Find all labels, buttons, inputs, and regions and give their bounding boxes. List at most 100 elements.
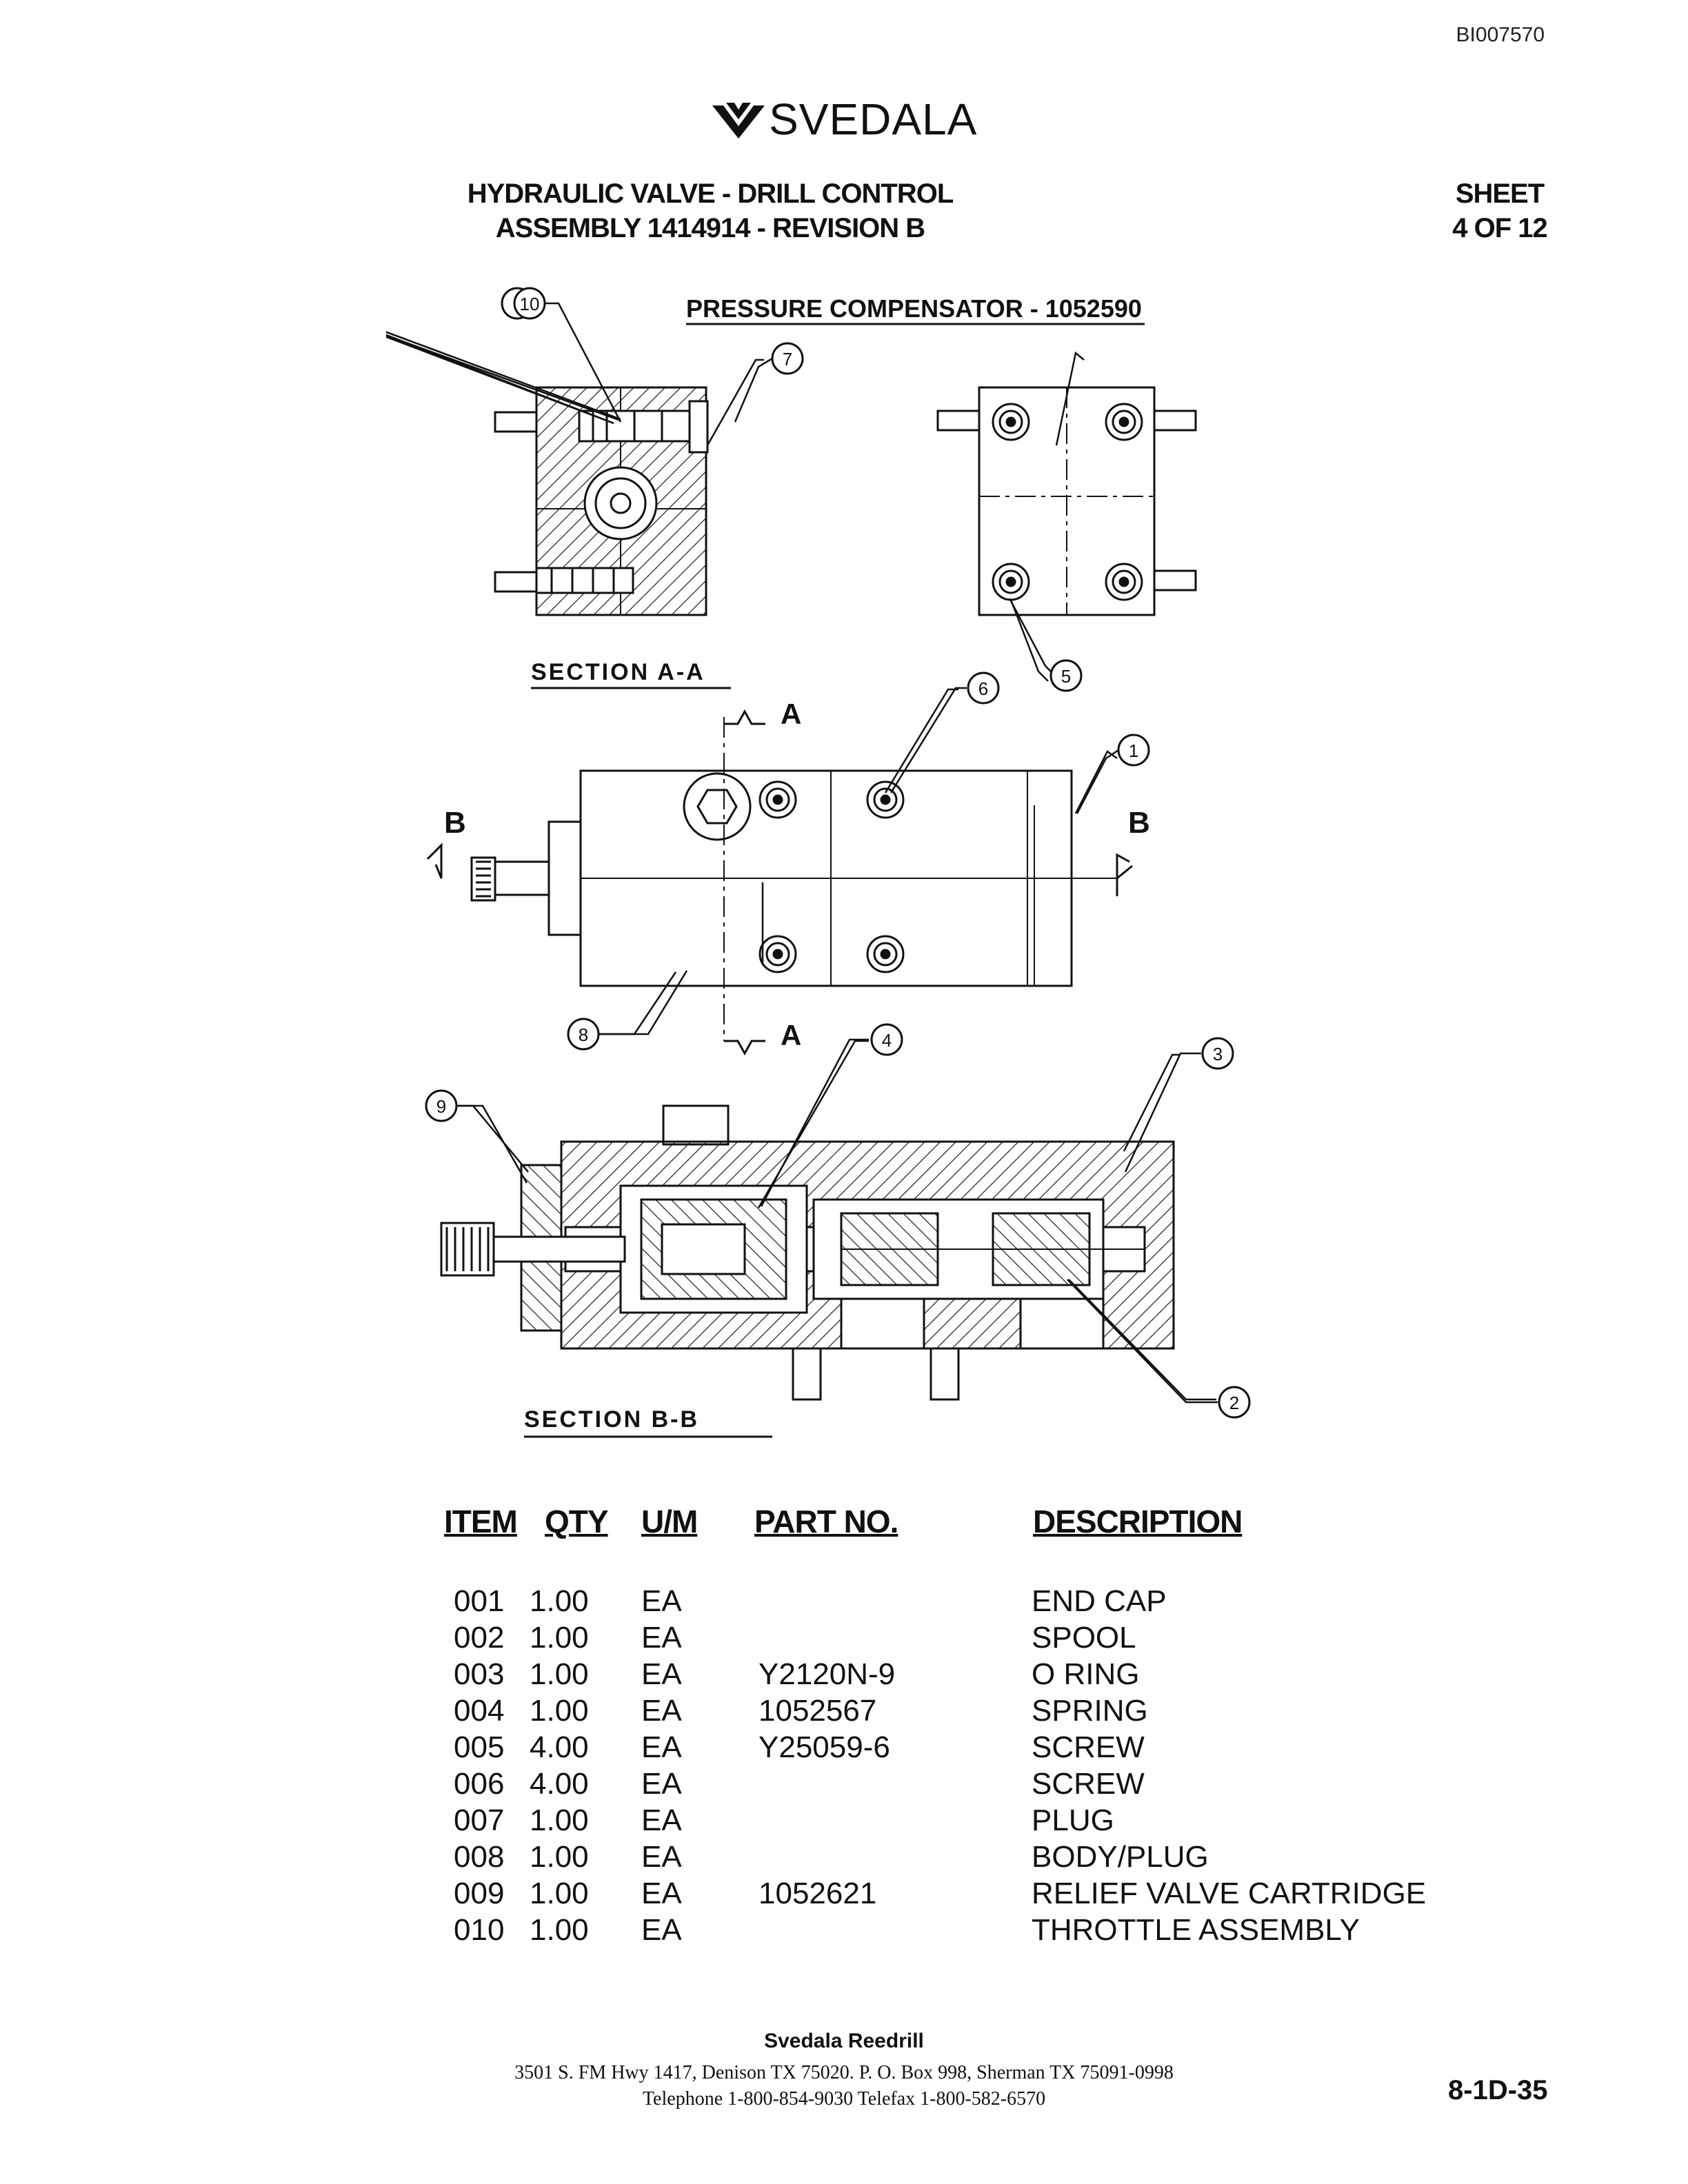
cell-um: EA — [641, 1730, 682, 1764]
title-line-2: ASSEMBLY 1414914 - REVISION B — [495, 213, 925, 243]
cell-um: EA — [641, 1694, 682, 1728]
end-view — [936, 386, 1197, 616]
document-id: BI007570 — [1456, 23, 1545, 46]
balloon-9: 9 — [425, 1089, 458, 1122]
cell-um: EA — [641, 1657, 682, 1691]
table-row: 008 1.00 EA BODY/PLUG — [441, 1840, 1476, 1877]
balloon-10: 10 — [513, 287, 546, 320]
svg-text:3: 3 — [1213, 1044, 1223, 1064]
cell-item: 004 — [454, 1694, 505, 1728]
cell-item: 005 — [454, 1730, 505, 1764]
section-aa-label: SECTION A-A — [531, 659, 705, 685]
cut-label-b-left: B — [444, 806, 466, 840]
cell-item: 007 — [454, 1803, 505, 1837]
balloon-6: 6 — [967, 671, 1000, 705]
footer-address: 3501 S. FM Hwy 1417, Denison TX 75020. P… — [514, 2062, 1174, 2083]
svg-text:2: 2 — [1229, 1393, 1239, 1413]
document-title: HYDRAULIC VALVE - DRILL CONTROL ASSEMBLY… — [428, 176, 993, 245]
cell-um: EA — [641, 1767, 682, 1801]
balloon-3: 3 — [1201, 1037, 1234, 1070]
svedala-chevron-logo-icon — [712, 103, 765, 139]
cell-description: PLUG — [1032, 1803, 1114, 1837]
cell-qty: 1.00 — [530, 1877, 589, 1910]
sheet-value: 4 OF 12 — [1452, 213, 1548, 243]
cell-description: SPRING — [1032, 1694, 1148, 1728]
balloon-2: 2 — [1218, 1386, 1251, 1419]
cell-part-no: 1052621 — [758, 1877, 877, 1910]
cell-description: SCREW — [1032, 1730, 1145, 1764]
table-row: 005 4.00 EA Y25059-6 SCREW — [441, 1730, 1476, 1767]
cell-item: 010 — [454, 1913, 505, 1947]
title-line-1: HYDRAULIC VALVE - DRILL CONTROL — [467, 179, 954, 209]
cell-item: 008 — [454, 1840, 505, 1874]
cell-um: EA — [641, 1803, 682, 1837]
svg-text:8: 8 — [579, 1024, 588, 1045]
table-row: 007 1.00 EA PLUG — [441, 1803, 1476, 1840]
logo-wordmark: SVEDALA — [769, 94, 978, 144]
section-bb-view — [440, 1104, 1175, 1401]
col-header-qty: QTY — [545, 1504, 609, 1539]
svg-text:7: 7 — [783, 349, 792, 370]
cell-item: 009 — [454, 1877, 505, 1910]
balloon-8: 8 — [567, 1018, 600, 1051]
col-header-um: U/M — [641, 1504, 698, 1539]
balloon-5: 5 — [1049, 659, 1083, 692]
drawing-heading: PRESSURE COMPENSATOR - 1052590 — [686, 294, 1142, 323]
table-row: 004 1.00 EA 1052567 SPRING — [441, 1694, 1476, 1730]
cell-um: EA — [641, 1621, 682, 1655]
table-row: 006 4.00 EA SCREW — [441, 1767, 1476, 1803]
svg-text:6: 6 — [978, 678, 988, 699]
top-view — [426, 709, 1133, 1056]
cell-item: 001 — [454, 1584, 505, 1618]
cell-description: RELIEF VALVE CARTRIDGE — [1032, 1877, 1427, 1910]
table-row: 009 1.00 EA 1052621 RELIEF VALVE CARTRIDGE — [441, 1877, 1476, 1913]
cut-label-a-bottom: A — [781, 1019, 801, 1051]
cell-qty: 1.00 — [530, 1913, 589, 1947]
page-number: 8-1D-35 — [1448, 2075, 1548, 2105]
balloon-leaders — [458, 302, 1218, 1404]
cell-description: SCREW — [1032, 1767, 1145, 1801]
cell-description: THROTTLE ASSEMBLY — [1032, 1913, 1360, 1947]
cell-um: EA — [641, 1584, 682, 1618]
cell-um: EA — [641, 1840, 682, 1874]
cut-label-b-right: B — [1128, 806, 1150, 840]
cell-um: EA — [641, 1877, 682, 1910]
svg-text:5: 5 — [1061, 666, 1071, 687]
cell-item: 003 — [454, 1657, 505, 1691]
table-row: 010 1.00 EA THROTTLE ASSEMBLY — [441, 1913, 1476, 1950]
cell-item: 002 — [454, 1621, 505, 1655]
cell-qty: 1.00 — [530, 1621, 589, 1655]
section-aa-view — [494, 386, 709, 616]
footer: Svedala Reedrill 3501 S. FM Hwy 1417, De… — [0, 2030, 1688, 2112]
cell-description: BODY/PLUG — [1032, 1840, 1209, 1874]
svg-text:9: 9 — [436, 1096, 446, 1117]
cell-qty: 4.00 — [530, 1730, 589, 1764]
section-bb-label: SECTION B-B — [524, 1406, 699, 1433]
cell-part-no: Y25059-6 — [758, 1730, 890, 1764]
col-header-item: ITEM — [444, 1504, 518, 1539]
cell-part-no: Y2120N-9 — [758, 1657, 896, 1691]
cell-qty: 1.00 — [530, 1840, 589, 1874]
sheet-number: SHEET 4 OF 12 — [1434, 176, 1565, 245]
balloon-7: 7 — [771, 342, 804, 375]
svg-text:1: 1 — [1129, 740, 1138, 761]
cell-qty: 1.00 — [530, 1694, 589, 1728]
svedala-logo: SVEDALA — [0, 94, 1688, 145]
cell-qty: 1.00 — [530, 1657, 589, 1691]
cell-qty: 1.00 — [530, 1584, 589, 1618]
balloon-4: 4 — [870, 1023, 903, 1056]
sheet-label: SHEET — [1455, 179, 1545, 209]
cell-item: 006 — [454, 1767, 505, 1801]
footer-phone: Telephone 1-800-854-9030 Telefax 1-800-5… — [642, 2088, 1046, 2110]
cut-label-a-top: A — [781, 698, 801, 730]
cell-um: EA — [641, 1913, 682, 1947]
footer-company: Svedala Reedrill — [764, 2030, 924, 2052]
svg-text:10: 10 — [520, 294, 540, 314]
cell-qty: 1.00 — [530, 1803, 589, 1837]
cell-part-no: 1052567 — [758, 1694, 877, 1728]
col-header-part-no: PART NO. — [754, 1504, 898, 1539]
cell-qty: 4.00 — [530, 1767, 589, 1801]
